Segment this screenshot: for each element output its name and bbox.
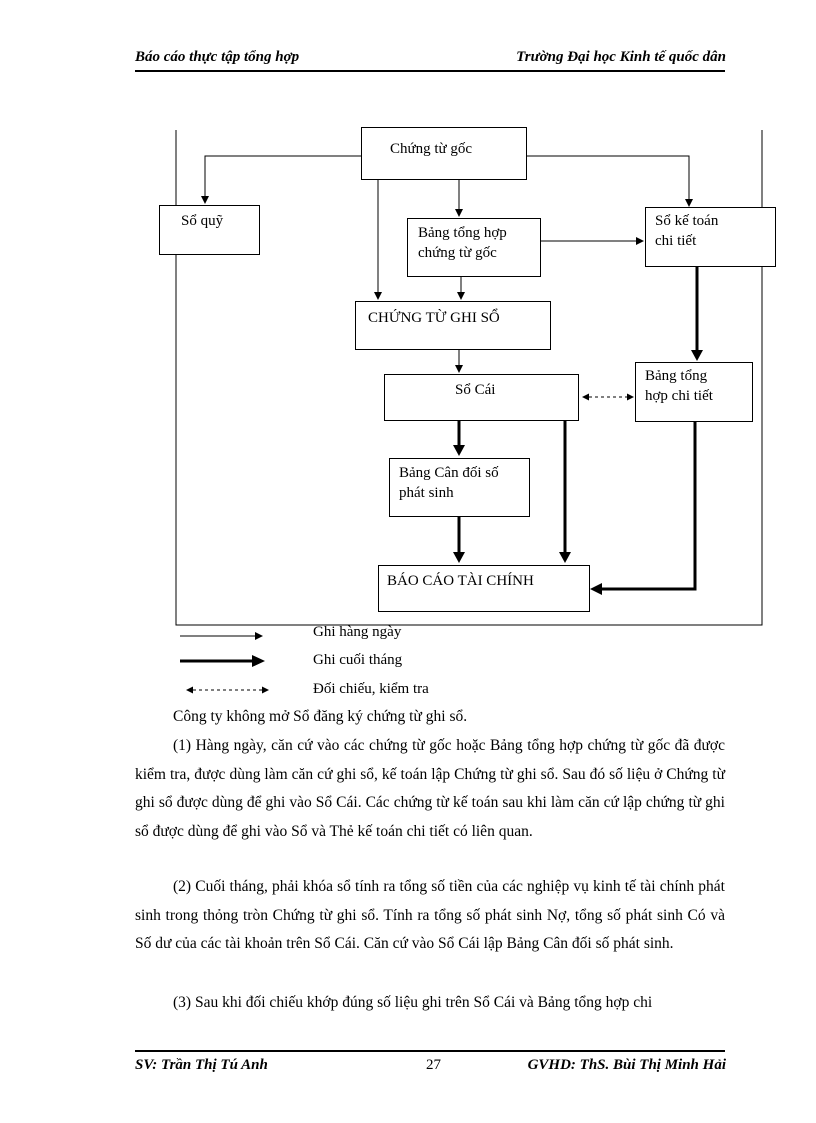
- paragraph-3: (3) Sau khi đối chiếu khớp đúng số liệu …: [173, 994, 653, 1011]
- footer-student: SV: Trần Thị Tú Anh: [135, 1057, 268, 1073]
- node-chung-tu-goc: Chứng từ gốc: [361, 127, 527, 180]
- header-rule: [135, 70, 725, 72]
- node-so-cai: Sổ Cái: [384, 374, 579, 421]
- arrow-ctg-so-quy: [201, 155, 361, 204]
- header-left: Báo cáo thực tập tổng hợp: [135, 49, 300, 65]
- arrow-socai-bctc: [559, 552, 571, 563]
- legend-label-check: Đối chiếu, kiểm tra: [313, 681, 429, 697]
- legend-label-monthly: Ghi cuối tháng: [313, 652, 403, 668]
- diagram-frame: [175, 130, 763, 626]
- arrow-socai-bcd: [453, 445, 465, 456]
- node-chung-tu-ghi-so: CHỨNG TỪ GHI SỔ: [355, 301, 551, 350]
- arrow-sct-bthct: [691, 350, 703, 361]
- legend-label-daily: Ghi hàng ngày: [313, 624, 402, 640]
- arrow-bcd-bctc: [453, 552, 465, 563]
- footer-advisor: GVHD: ThS. Bùi Thị Minh Hải: [527, 1057, 726, 1073]
- page-number: 27: [426, 1057, 441, 1073]
- header-right: Trường Đại học Kinh tế quốc dân: [516, 49, 726, 65]
- footer-rule: [135, 1050, 725, 1052]
- legend-line-monthly: [252, 655, 265, 667]
- node-so-quy: Sổ quỹ: [159, 205, 260, 255]
- node-bang-tong-hop-chi-tiet: Bảng tổng hợp chi tiết: [635, 362, 753, 422]
- paragraph-intro: Công ty không mở Sổ đăng ký chứng từ ghi…: [173, 708, 468, 725]
- arrow-bthct-bctc: [590, 583, 602, 595]
- node-bang-tong-hop-chung-tu-goc: Bảng tổng hợp chứng từ gốc: [407, 218, 541, 277]
- paragraph-2: (2) Cuối tháng, phải khóa sổ tính ra tổn…: [135, 878, 725, 953]
- paragraph-1: (1) Hàng ngày, căn cứ vào các chứng từ g…: [135, 737, 725, 840]
- arrow-ctg-so-chi-tiet: [527, 155, 693, 207]
- node-bao-cao-tai-chinh: BÁO CÁO TÀI CHÍNH: [378, 565, 590, 612]
- node-bang-can-doi-so-phat-sinh: Bảng Cân đối số phát sinh: [389, 458, 530, 517]
- node-so-ke-toan-chi-tiet: Sổ kế toán chi tiết: [645, 207, 776, 267]
